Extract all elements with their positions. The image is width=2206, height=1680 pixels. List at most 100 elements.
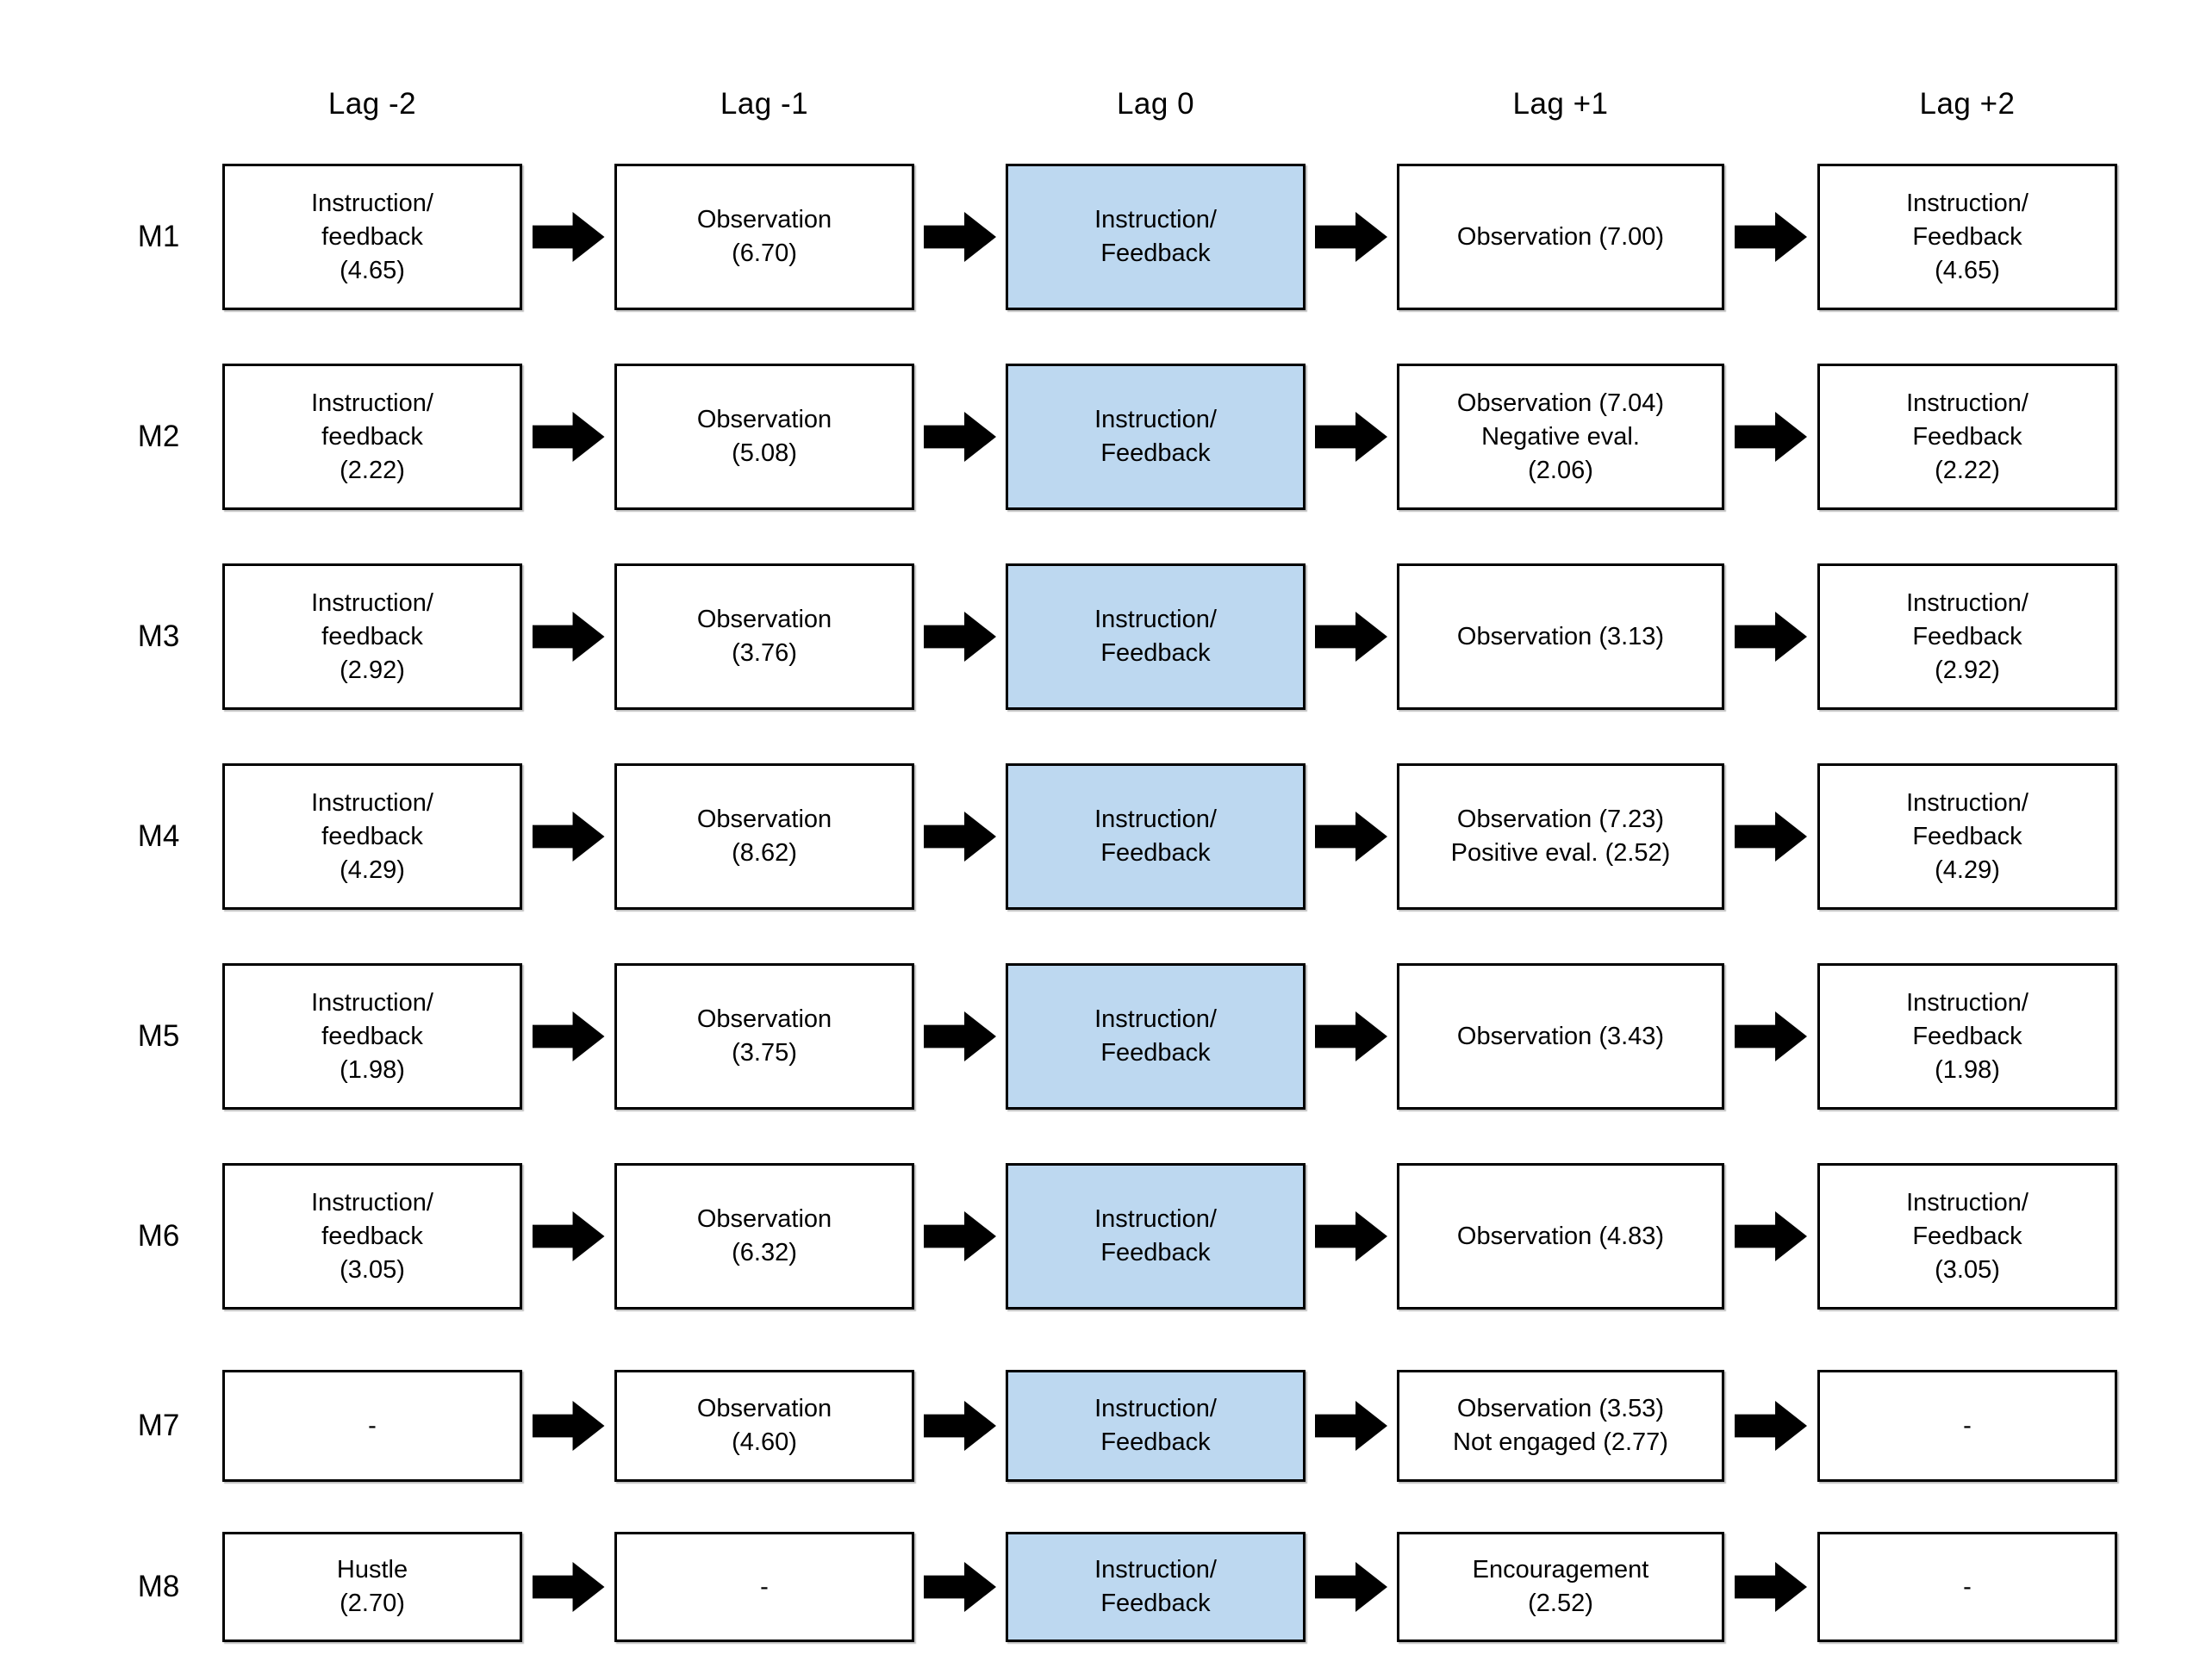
cell-text-line: Observation [696, 206, 832, 233]
cell-text-line: (6.70) [732, 240, 797, 267]
cell-M5-lag-minus-2: Instruction/feedback(1.98) [222, 963, 522, 1110]
arrow-cell [522, 763, 614, 910]
cell-text-line: Encouragement [1472, 1556, 1649, 1584]
arrow-cell [1306, 1370, 1397, 1482]
cell-text-line: - [368, 1411, 377, 1440]
arrow-cell [522, 364, 614, 510]
right-arrow-icon [1315, 412, 1387, 462]
cell-text-line: Observation (3.43) [1456, 1022, 1665, 1050]
column-header-lag-plus-1: Lag +1 [1512, 87, 1609, 121]
cell-text-line: Observation (4.83) [1456, 1222, 1665, 1250]
cell-text-line: Feedback [1100, 839, 1211, 867]
cell-M6-lag-0: Instruction/Feedback [1006, 1163, 1306, 1310]
column-header-lag-minus-2: Lag -2 [327, 87, 417, 121]
cell-text-line: Instruction/ [1906, 788, 2028, 817]
arrow-cell [522, 1163, 614, 1310]
column-header-lag-plus-2: Lag +2 [1919, 87, 2016, 121]
cell-text-line: Instruction/ [1094, 406, 1217, 433]
cell-text-line: (3.76) [732, 639, 797, 667]
cell-text-line: Instruction/ [1906, 988, 2028, 1017]
cell-text-line: (4.29) [1935, 856, 2000, 884]
cell-text-line: (8.62) [732, 839, 797, 867]
cell-M1-lag-0: Instruction/Feedback [1006, 164, 1306, 310]
arrow-cell [1306, 1532, 1397, 1642]
row-label-M7: M7 [137, 1409, 180, 1442]
right-arrow-icon [1315, 1011, 1387, 1061]
cell-text-line: Feedback [1912, 622, 2022, 650]
cell-M2-lag-plus-2: Instruction/Feedback(2.22) [1817, 364, 2117, 510]
cell-text-line: Feedback [1912, 822, 2022, 850]
cell-M3-lag-plus-2: Instruction/Feedback(2.92) [1817, 563, 2117, 710]
arrow-cell [1306, 563, 1397, 710]
cell-text-line: (2.22) [340, 456, 405, 484]
cell-text-line: Instruction/ [1094, 606, 1217, 633]
arrow-cell [1724, 1163, 1817, 1310]
cell-text-line: Instruction/ [1906, 389, 2028, 417]
cell-text-line: Observation [696, 806, 832, 833]
arrow-cell [1306, 1163, 1397, 1310]
arrow-cell [1724, 563, 1817, 710]
cell-text-line: (5.08) [732, 439, 797, 467]
right-arrow-icon [1735, 1401, 1807, 1451]
cell-M2-lag-0: Instruction/Feedback [1006, 364, 1306, 510]
row-label-M2: M2 [137, 420, 180, 453]
arrow-cell [1306, 763, 1397, 910]
cell-text-line: Instruction/ [311, 1188, 433, 1216]
cell-M3-lag-minus-1: Observation (3.76) [614, 563, 914, 710]
arrow-cell [522, 963, 614, 1110]
cell-text-line: Positive eval. (2.52) [1450, 839, 1671, 867]
arrow-cell [914, 563, 1006, 710]
right-arrow-icon [1735, 1011, 1807, 1061]
cell-text-line: Instruction/ [311, 189, 433, 217]
cell-text-line: Observation [696, 606, 832, 633]
cell-text-line: Feedback [1100, 1590, 1211, 1617]
cell-M7-lag-minus-2: - [222, 1370, 522, 1482]
cell-text-line: Instruction/ [1094, 806, 1217, 833]
right-arrow-icon [924, 1211, 996, 1261]
right-arrow-icon [924, 1011, 996, 1061]
cell-text-line: (1.98) [1935, 1055, 2000, 1084]
cell-text-line: Instruction/ [311, 988, 433, 1017]
cell-text-line: - [1963, 1572, 1972, 1601]
cell-text-line: (4.65) [1935, 256, 2000, 284]
cell-M1-lag-plus-1: Observation (7.00) [1397, 164, 1724, 310]
arrow-cell [914, 963, 1006, 1110]
cell-text-line: Feedback [1912, 222, 2022, 251]
cell-text-line: (3.05) [340, 1255, 405, 1284]
row-label-M4: M4 [137, 819, 180, 853]
arrow-cell [522, 563, 614, 710]
cell-M8-lag-plus-1: Encouragement(2.52) [1397, 1532, 1724, 1642]
cell-text-line: Feedback [1100, 240, 1211, 267]
row-label-M5: M5 [137, 1019, 180, 1053]
arrow-cell [914, 164, 1006, 310]
cell-M2-lag-plus-1: Observation (7.04)Negative eval.(2.06) [1397, 364, 1724, 510]
right-arrow-icon [532, 1011, 605, 1061]
cell-M5-lag-minus-1: Observation(3.75) [614, 963, 914, 1110]
cell-text-line: (4.29) [340, 856, 405, 884]
right-arrow-icon [532, 612, 605, 662]
cell-text-line: feedback [321, 1222, 423, 1250]
cell-text-line: Observation [696, 406, 832, 433]
cell-text-line: Instruction/ [1094, 1395, 1217, 1422]
cell-M5-lag-plus-2: Instruction/Feedback(1.98) [1817, 963, 2117, 1110]
cell-M8-lag-minus-2: Hustle(2.70) [222, 1532, 522, 1642]
cell-M4-lag-minus-1: Observation (8.62) [614, 763, 914, 910]
cell-M5-lag-0: Instruction/Feedback [1006, 963, 1306, 1110]
cell-text-line: Observation [696, 1005, 832, 1033]
cell-text-line: Negative eval. [1481, 422, 1640, 451]
cell-text-line: - [1963, 1411, 1972, 1440]
arrow-cell [1724, 763, 1817, 910]
arrow-cell [1306, 164, 1397, 310]
cell-text-line: Feedback [1100, 1428, 1211, 1456]
cell-text-line: Feedback [1100, 639, 1211, 667]
right-arrow-icon [532, 1211, 605, 1261]
right-arrow-icon [1735, 1562, 1807, 1612]
right-arrow-icon [1735, 1211, 1807, 1261]
cell-M5-lag-plus-1: Observation (3.43) [1397, 963, 1724, 1110]
